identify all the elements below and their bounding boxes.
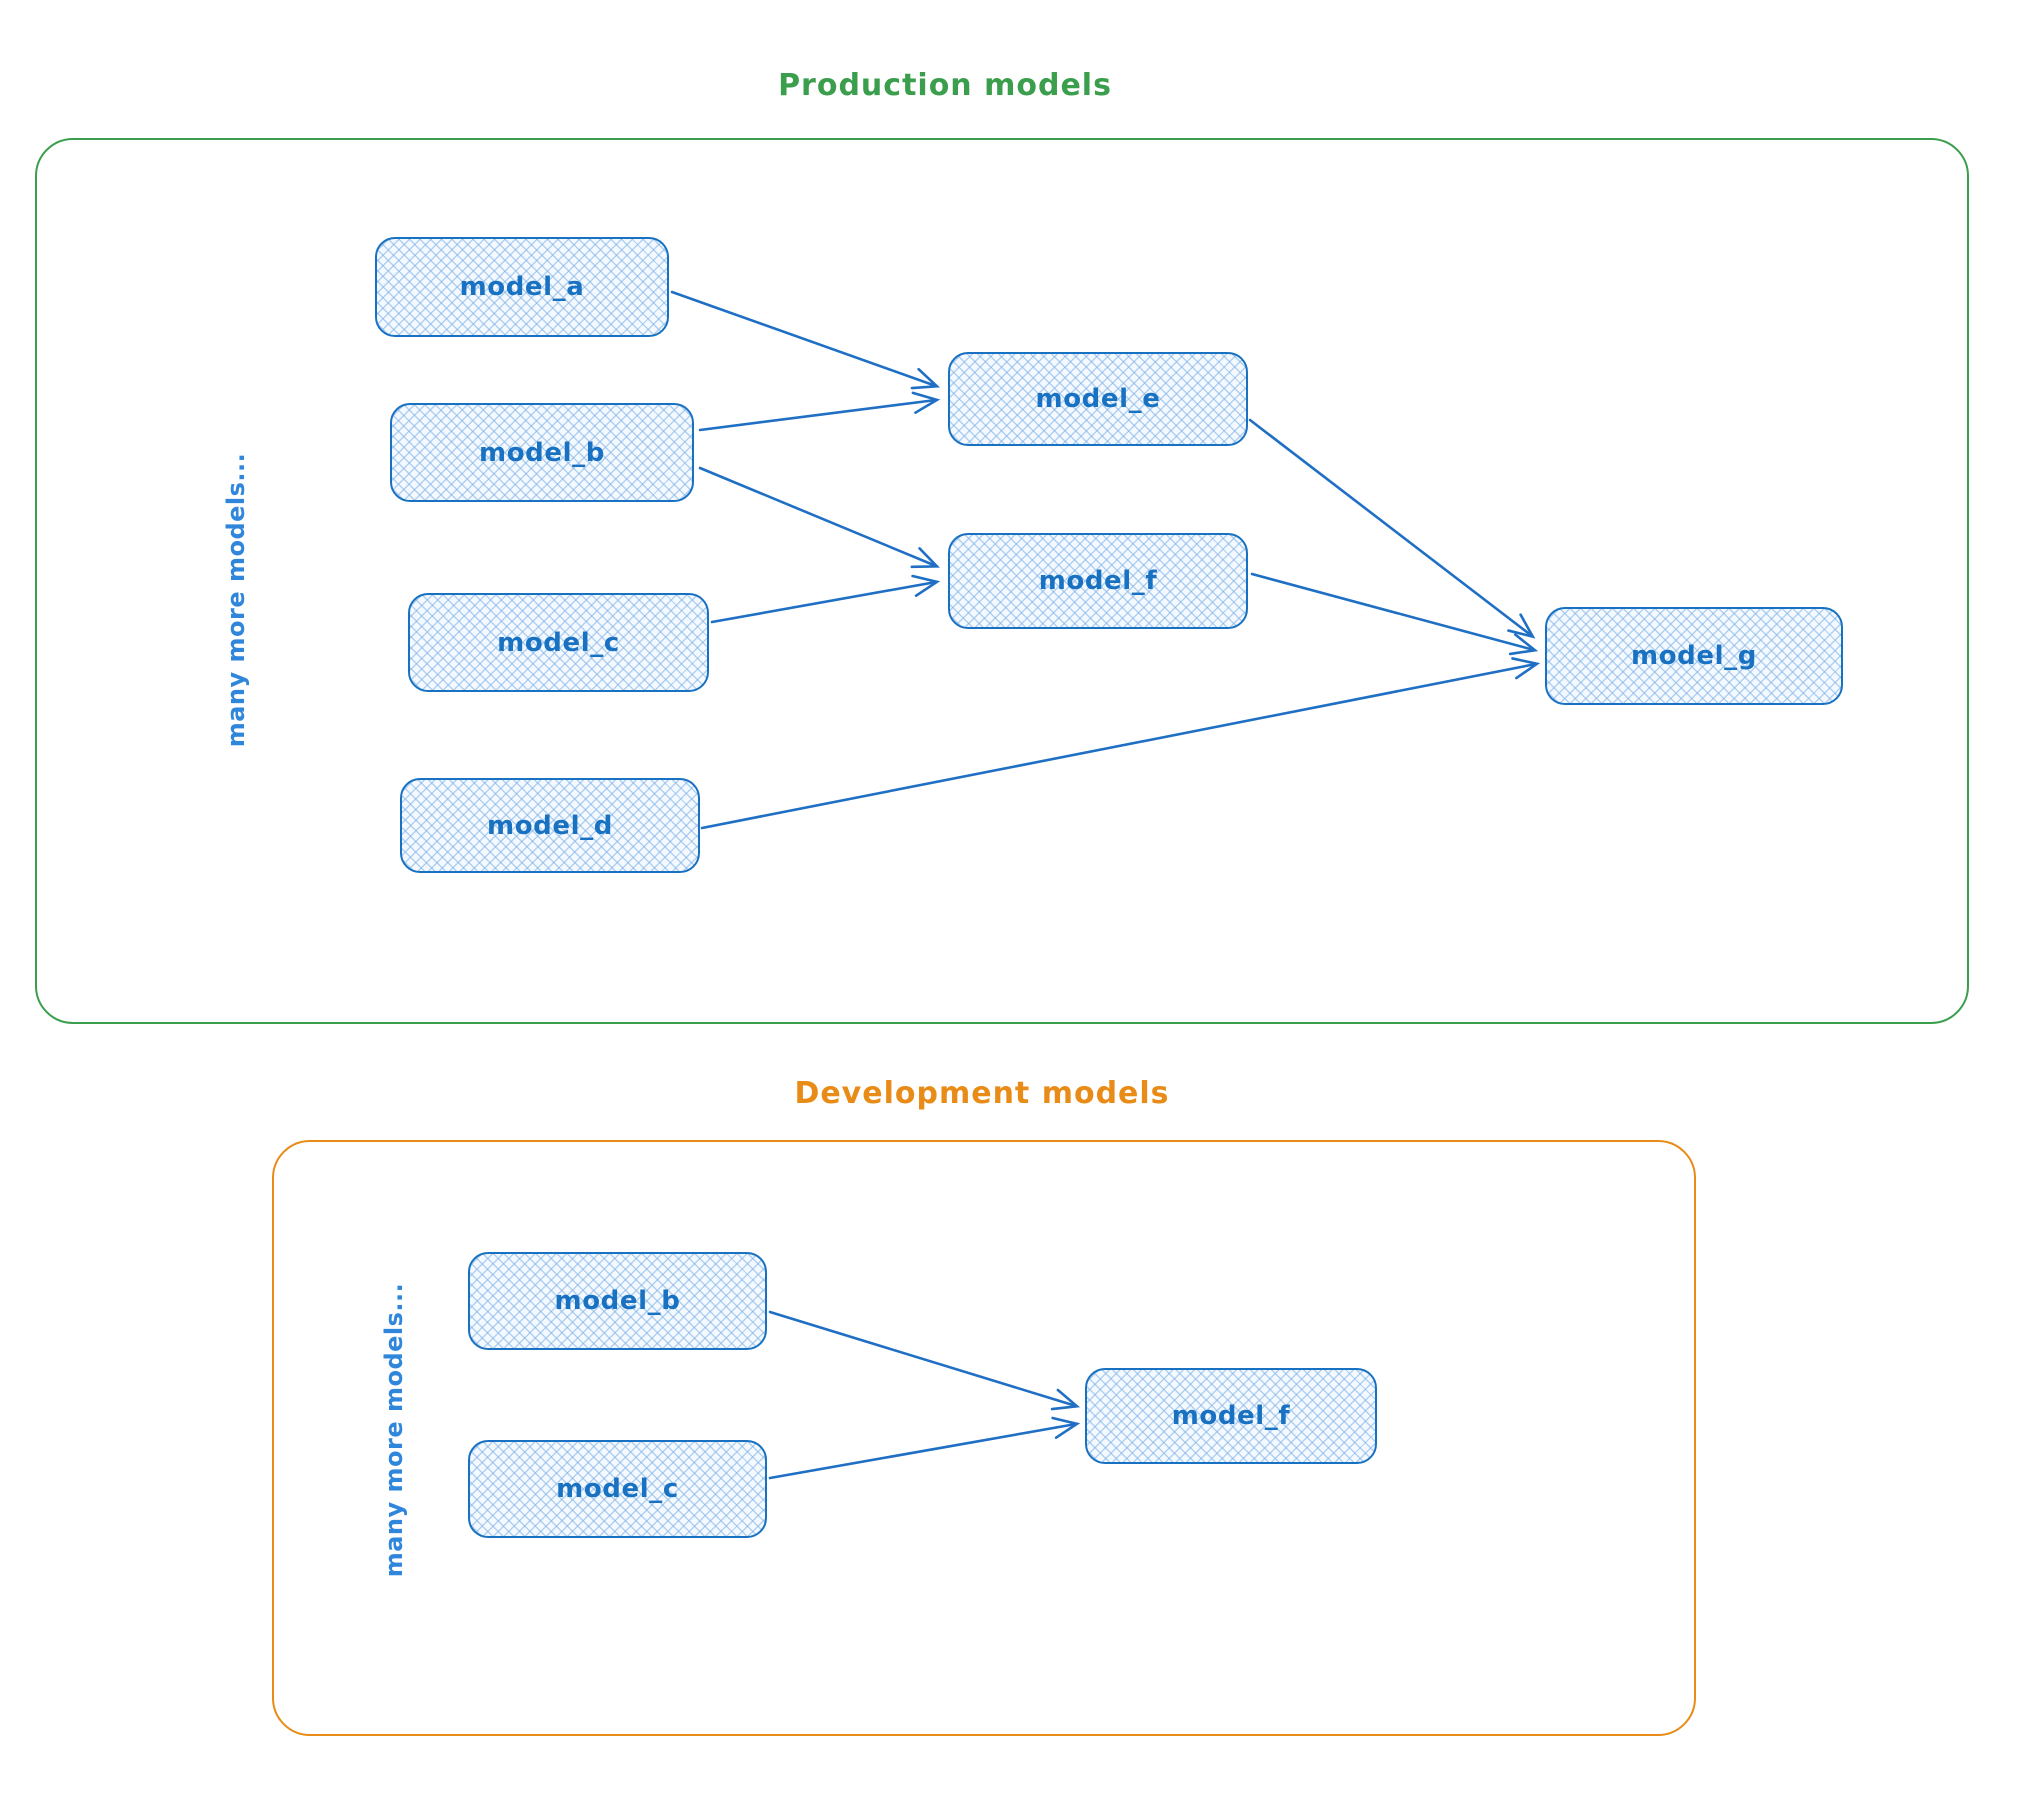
node-label: model_a (459, 272, 585, 302)
node-production-model-a: model_a (375, 237, 669, 337)
node-development-model-c: model_c (468, 1440, 767, 1538)
node-production-model-g: model_g (1545, 607, 1843, 705)
development-many-more-models-label: many more models... (380, 1282, 408, 1578)
development-section-title: Development models (794, 1076, 1170, 1111)
node-label: model_b (554, 1286, 681, 1316)
node-production-model-e: model_e (948, 352, 1248, 446)
production-section-title: Production models (778, 68, 1112, 103)
production-many-more-models-label: many more models... (222, 452, 250, 748)
node-label: model_c (497, 627, 620, 658)
node-production-model-d: model_d (400, 778, 700, 873)
development-container (272, 1140, 1696, 1736)
node-production-model-c: model_c (408, 593, 709, 692)
node-development-model-f: model_f (1085, 1368, 1377, 1464)
node-production-model-b: model_b (390, 403, 694, 502)
node-label: model_g (1631, 641, 1757, 671)
node-label: model_b (479, 437, 605, 468)
node-label: model_d (487, 810, 613, 841)
node-development-model-b: model_b (468, 1252, 767, 1350)
node-label: model_c (556, 1474, 679, 1504)
node-label: model_f (1038, 566, 1158, 596)
node-label: model_f (1171, 1401, 1291, 1431)
node-label: model_e (1035, 384, 1161, 414)
node-production-model-f: model_f (948, 533, 1248, 629)
production-container (35, 138, 1969, 1024)
